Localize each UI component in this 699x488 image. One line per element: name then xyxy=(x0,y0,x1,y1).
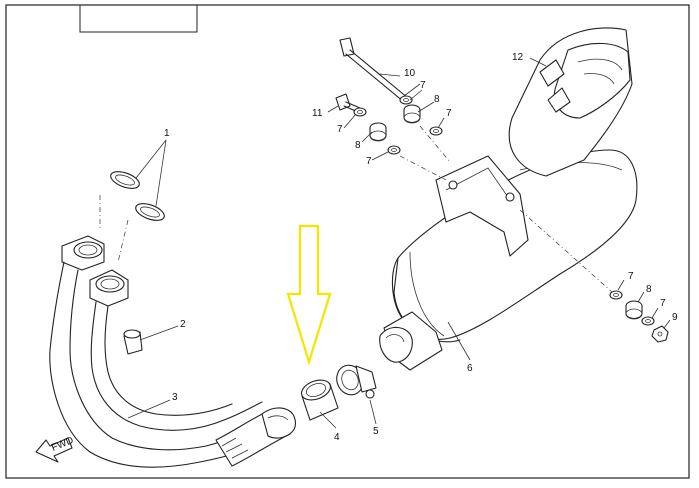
bolt-10 xyxy=(339,37,409,103)
callout-8a: 8 xyxy=(434,94,440,105)
callout-7e: 7 xyxy=(628,271,634,282)
washer-upper-2 xyxy=(429,126,443,136)
callout-7c: 7 xyxy=(337,124,343,135)
callout-6: 6 xyxy=(467,363,473,374)
callout-11: 11 xyxy=(312,108,323,119)
gasket-lower xyxy=(135,203,165,221)
callout-9: 9 xyxy=(672,312,678,323)
callout-7a: 7 xyxy=(420,80,426,91)
washer-lower-1 xyxy=(609,290,623,300)
callout-10: 10 xyxy=(404,68,416,79)
grommet-mid-1 xyxy=(369,122,387,142)
diagram-border xyxy=(5,4,690,479)
washer-mid-2 xyxy=(387,145,401,155)
clamp xyxy=(336,364,377,399)
callout-4: 4 xyxy=(334,432,340,443)
leader-lines xyxy=(127,57,671,429)
grommet-lower xyxy=(625,300,643,320)
header-pipe xyxy=(49,235,297,468)
callout-3: 3 xyxy=(172,392,178,403)
callout-7b: 7 xyxy=(446,108,452,119)
washer-mid-1 xyxy=(353,107,367,117)
callout-5: 5 xyxy=(373,426,379,437)
callout-1: 1 xyxy=(164,128,170,139)
callout-2: 2 xyxy=(180,319,186,330)
callout-8b: 8 xyxy=(355,140,361,151)
title-box xyxy=(79,5,198,33)
washer-lower-2 xyxy=(641,316,655,326)
muffler xyxy=(379,149,638,371)
callout-7f: 7 xyxy=(660,298,666,309)
sleeve-gasket xyxy=(301,379,339,421)
highlight-arrow xyxy=(286,224,332,366)
callout-labels: 1 2 3 4 5 6 7 7 7 7 7 7 8 8 8 9 10 11 12 xyxy=(164,52,678,443)
grommet-upper-1 xyxy=(403,104,421,124)
callout-8c: 8 xyxy=(646,284,652,295)
callout-7d: 7 xyxy=(366,156,372,167)
nut-9 xyxy=(651,325,669,343)
washer-upper-1 xyxy=(399,95,413,105)
gasket-upper xyxy=(110,171,140,189)
fwd-arrow: FWD xyxy=(35,435,75,463)
end-cap xyxy=(508,27,633,177)
nut-2 xyxy=(123,329,143,355)
callout-12: 12 xyxy=(512,52,524,63)
